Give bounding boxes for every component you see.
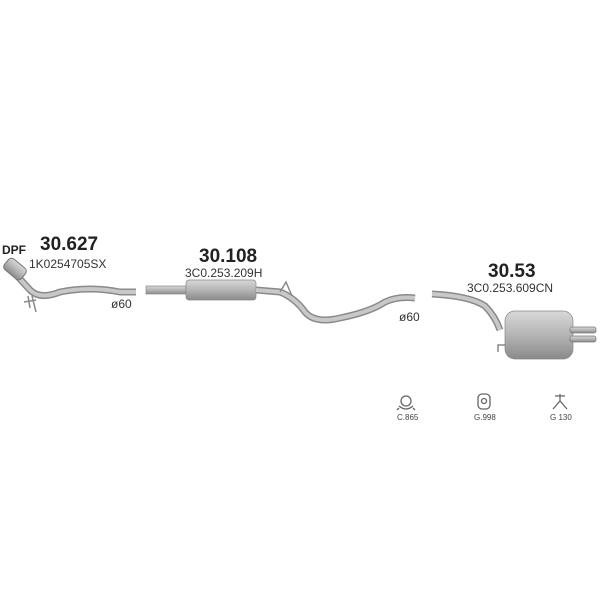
diameter-label: ø60 (111, 297, 132, 311)
accessory-code: G.998 (474, 413, 496, 422)
clamp-icon (396, 395, 416, 411)
accessory-code: C.865 (397, 413, 419, 422)
part-number: 30.108 (199, 246, 258, 267)
part-30108-drawing (145, 279, 416, 324)
rubber-mount-icon (477, 393, 491, 410)
part-3053-drawing (431, 290, 597, 360)
part-number: 30.627 (40, 234, 99, 255)
part-number: 30.53 (488, 261, 536, 282)
accessory-code: G 130 (550, 413, 572, 422)
dpf-label: DPF (2, 243, 26, 257)
part-code: 3C0.253.609CN (467, 281, 554, 295)
hanger-icon (552, 394, 568, 410)
diameter-label: ø60 (399, 310, 420, 324)
part-code: 3C0.253.209H (185, 266, 263, 280)
part-code: 1K0254705SX (29, 257, 107, 271)
part-30627-drawing (3, 257, 136, 313)
